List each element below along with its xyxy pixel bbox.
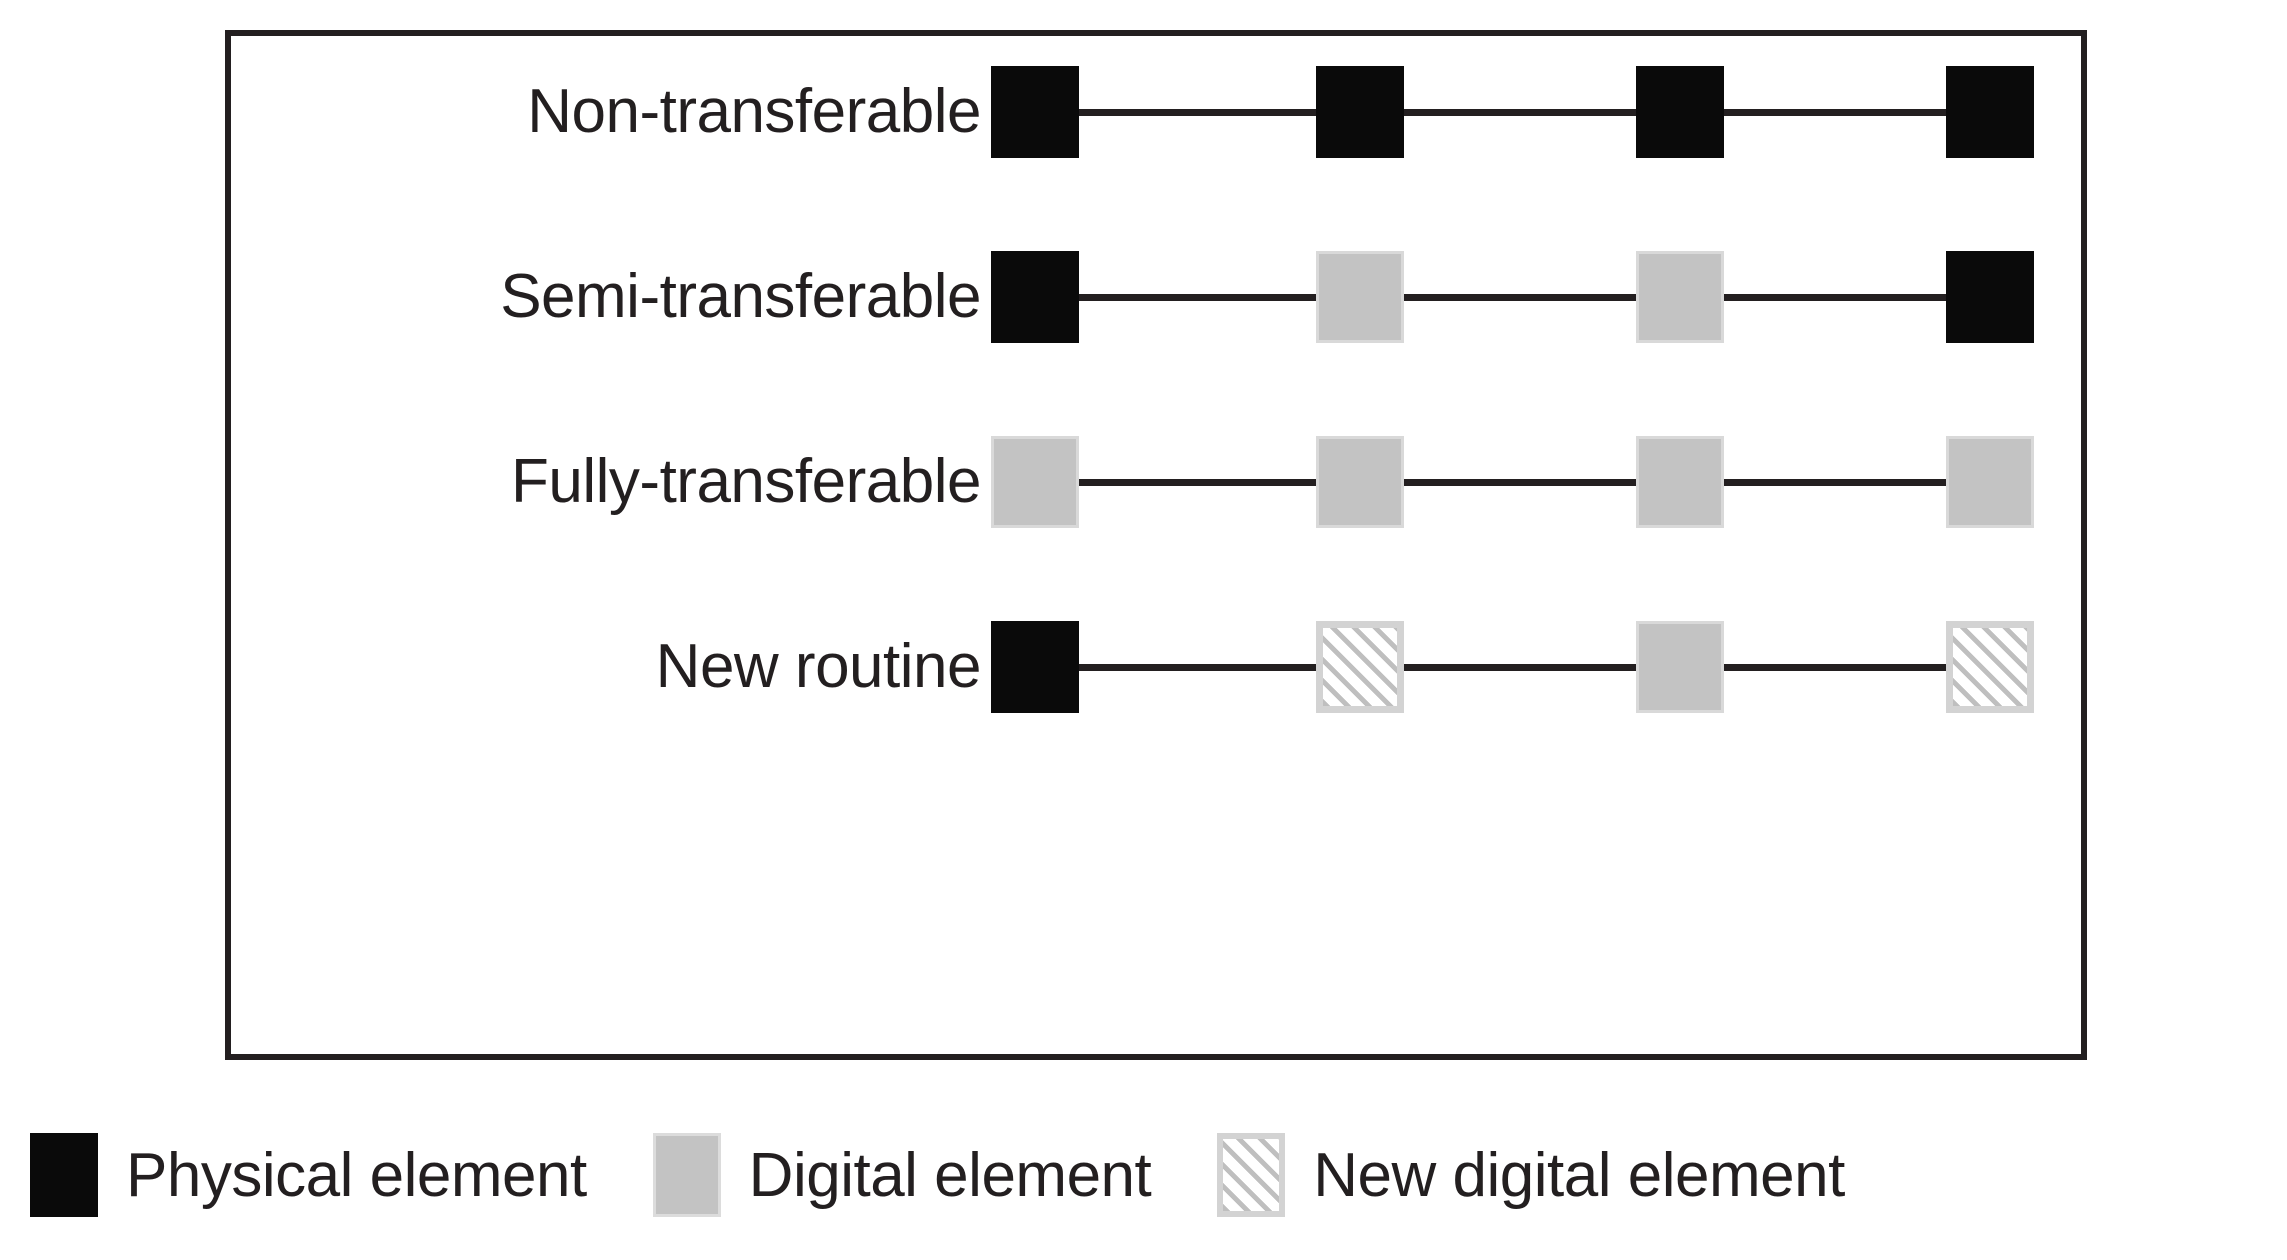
legend-label: New digital element (1313, 1140, 1845, 1210)
connector-line (1404, 109, 1636, 116)
legend-item-new-digital-element: New digital element (1217, 1133, 1845, 1217)
node-new-digital (1316, 621, 1404, 713)
node-digital (1946, 436, 2034, 528)
legend: Physical element Digital element New dig… (30, 1120, 2270, 1230)
node-physical (1946, 251, 2034, 343)
node-digital (991, 436, 1079, 528)
digital-element-swatch-icon (652, 1133, 721, 1217)
node-digital (1636, 436, 1724, 528)
row-node-track (991, 621, 2036, 713)
row-node-track (991, 436, 2036, 528)
node-physical (1316, 66, 1404, 158)
node-physical (1636, 66, 1724, 158)
connector-line (1079, 479, 1316, 486)
node-new-digital (1946, 621, 2034, 713)
connector-line (1079, 109, 1316, 116)
row-label: Fully-transferable (511, 447, 981, 516)
node-physical (991, 66, 1079, 158)
node-physical (1946, 66, 2034, 158)
connector-line (1079, 294, 1316, 301)
diagram-row: New routine (231, 621, 2081, 713)
node-digital (1316, 251, 1404, 343)
node-digital (1316, 436, 1404, 528)
row-node-track (991, 66, 2036, 158)
new-digital-element-swatch-icon (1217, 1133, 1286, 1217)
connector-line (1404, 294, 1636, 301)
node-physical (991, 621, 1079, 713)
hatch-pattern-icon (1953, 628, 2027, 706)
diagram-panel: Non-transferable Semi-transferable (225, 30, 2087, 1060)
row-label: Semi-transferable (500, 262, 981, 331)
row-label: Non-transferable (527, 77, 981, 146)
row-node-track (991, 251, 2036, 343)
connector-line (1404, 664, 1636, 671)
node-digital (1636, 251, 1724, 343)
legend-label: Digital element (748, 1140, 1152, 1210)
connector-line (1079, 664, 1316, 671)
hatch-pattern-icon (1323, 628, 1397, 706)
legend-label: Physical element (126, 1140, 587, 1210)
connector-line (1724, 664, 1946, 671)
row-label: New routine (655, 632, 982, 701)
diagram-row: Semi-transferable (231, 251, 2081, 343)
hatch-pattern-icon (1223, 1139, 1280, 1211)
diagram-row: Non-transferable (231, 66, 2081, 158)
diagram-row: Fully-transferable (231, 436, 2081, 528)
node-digital (1636, 621, 1724, 713)
connector-line (1724, 479, 1946, 486)
connector-line (1404, 479, 1636, 486)
connector-line (1724, 109, 1946, 116)
legend-item-physical-element: Physical element (30, 1133, 587, 1217)
physical-element-swatch-icon (30, 1133, 98, 1217)
node-physical (991, 251, 1079, 343)
connector-line (1724, 294, 1946, 301)
legend-item-digital-element: Digital element (652, 1133, 1152, 1217)
